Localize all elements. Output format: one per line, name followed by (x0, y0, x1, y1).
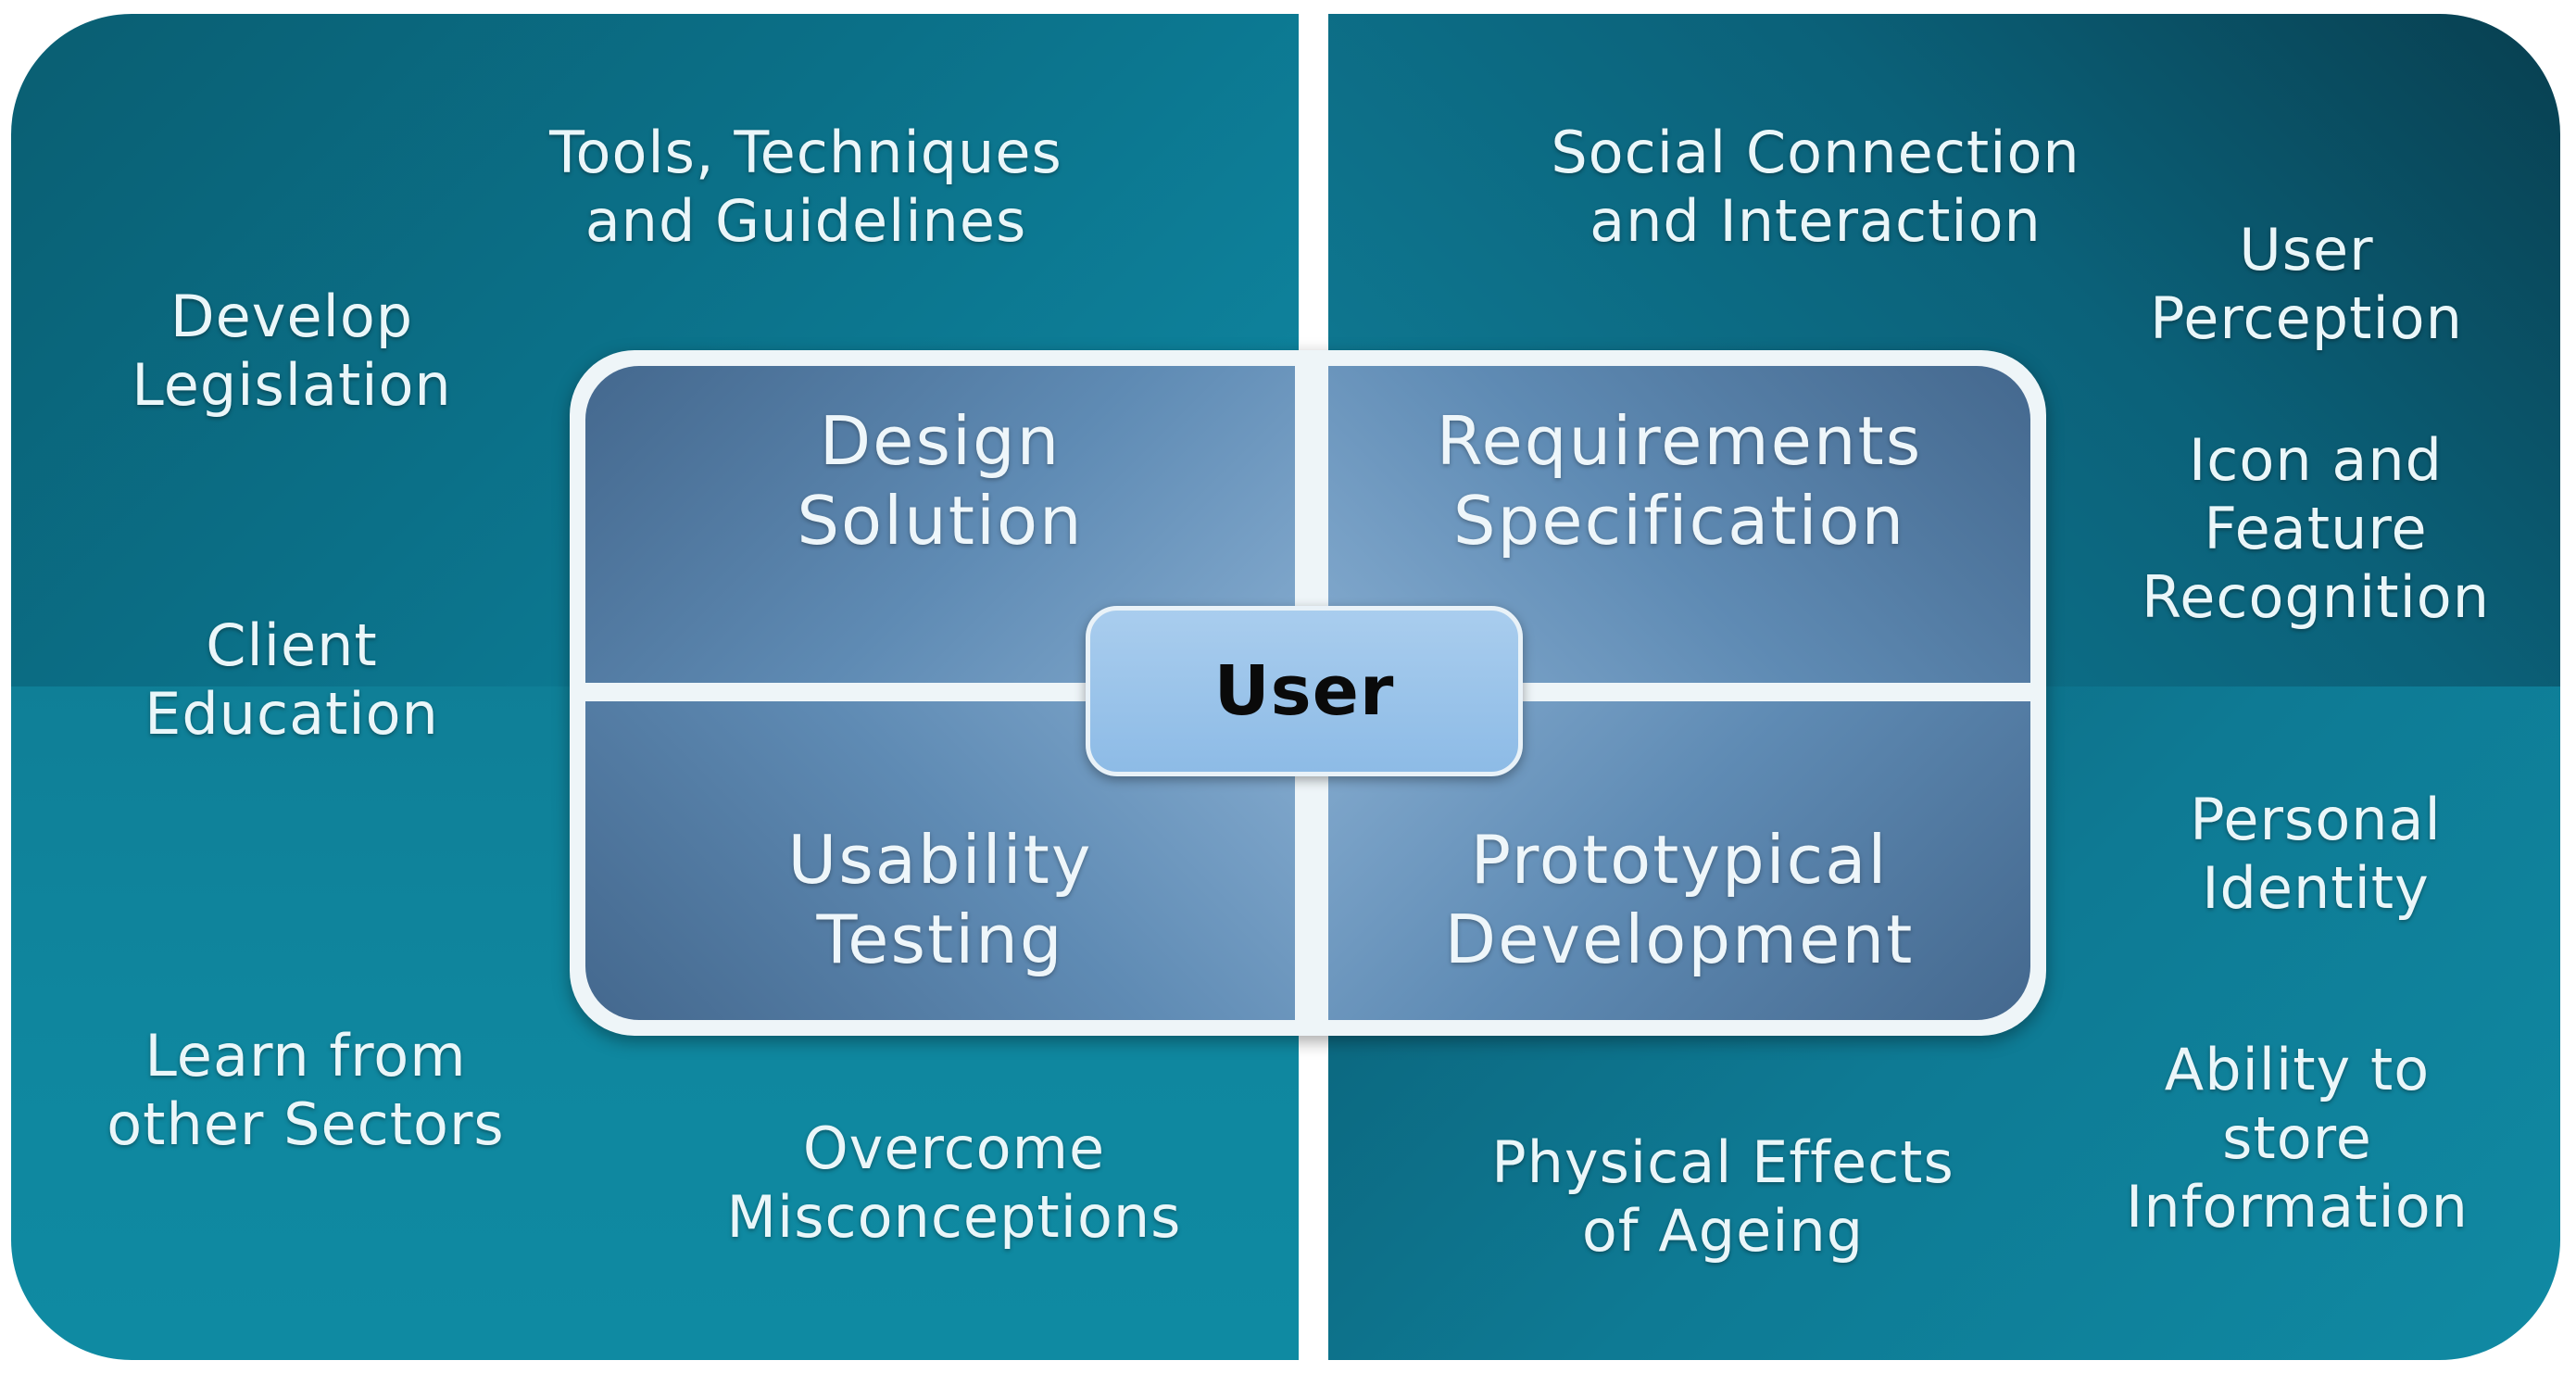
label-personal-identity: Personal Identity (2190, 786, 2442, 922)
label-tools-techniques-guidelines: Tools, Techniques and Guidelines (549, 119, 1062, 255)
label-client-education: Client Education (145, 611, 439, 748)
label-learn-from-other-sectors: Learn from other Sectors (107, 1022, 505, 1158)
center-user-badge: User (1086, 606, 1523, 776)
label-ability-to-store-information: Ability to store Information (2126, 1036, 2469, 1241)
label-overcome-misconceptions: Overcome Misconceptions (726, 1115, 1182, 1251)
label-physical-effects-of-ageing: Physical Effects of Ageing (1491, 1128, 1954, 1265)
inner-usability-testing: Usability Testing (585, 701, 1295, 1020)
label-social-connection-interaction: Social Connection and Interaction (1551, 119, 2080, 255)
label-develop-legislation: Develop Legislation (132, 283, 452, 419)
center-user-label: User (1213, 651, 1395, 731)
label-icon-feature-recognition: Icon and Feature Recognition (2141, 426, 2491, 631)
label-user-perception: User Perception (2150, 216, 2463, 352)
